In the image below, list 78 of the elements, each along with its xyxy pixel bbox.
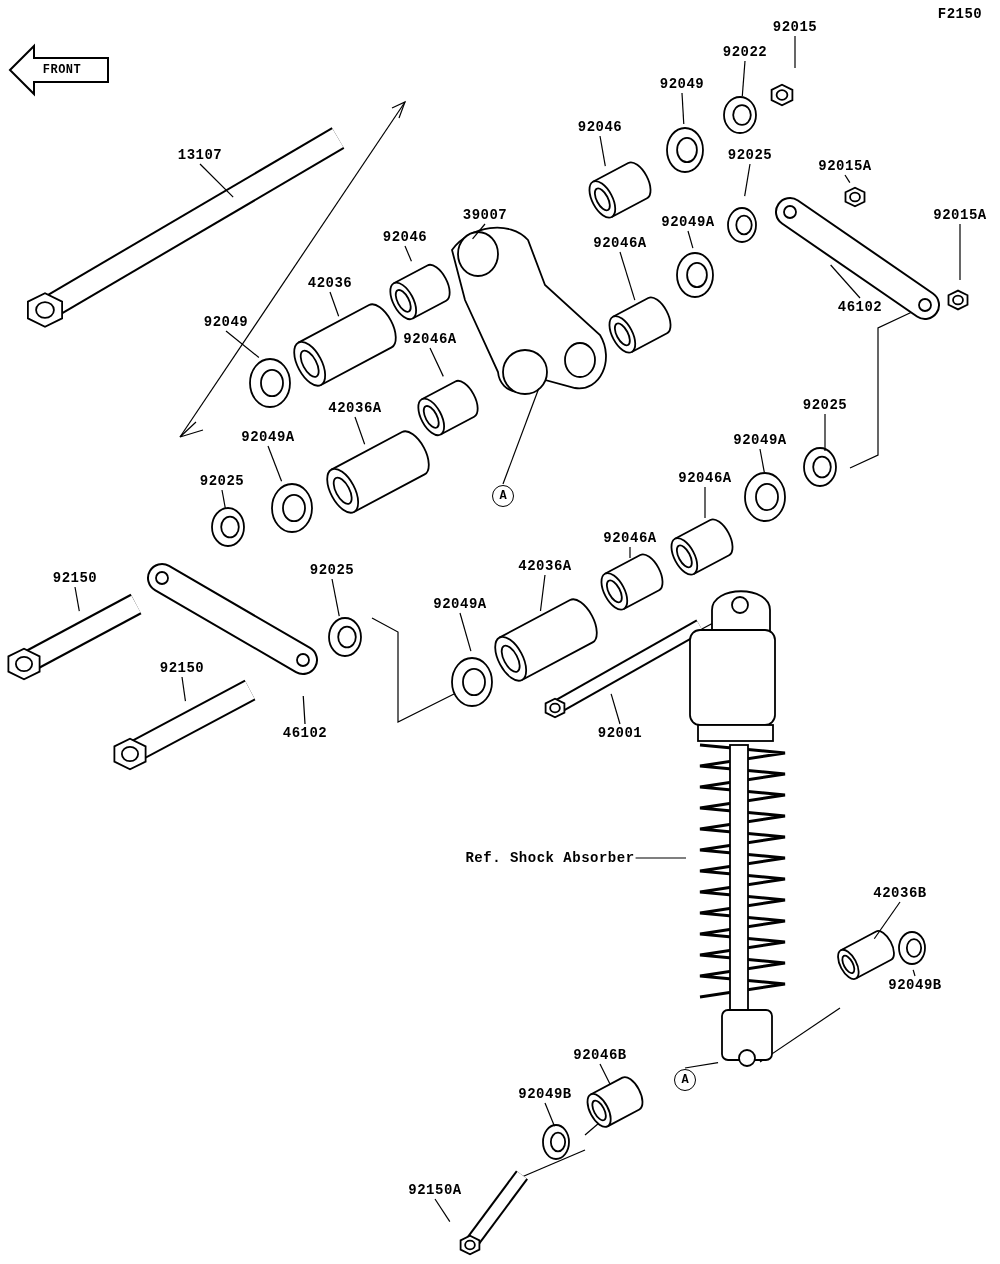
reference-circle: A [492, 485, 514, 507]
leader-line [959, 223, 961, 281]
part-number: 92046A [603, 530, 657, 546]
leader-line [794, 35, 796, 69]
leader-line [610, 693, 621, 725]
leader-line [471, 223, 486, 240]
figure-code: F2150 [937, 6, 983, 22]
leader-line [634, 857, 687, 859]
part-number: 92049 [203, 314, 249, 330]
leader-line [429, 347, 444, 377]
leader-line [619, 251, 636, 301]
part-number: 92025 [802, 397, 848, 413]
leader-line [181, 676, 187, 702]
leader-line [302, 695, 306, 725]
part-number: 92015A [818, 158, 872, 174]
part-number: 92046 [577, 119, 623, 135]
part-number: 46102 [837, 299, 883, 315]
leader-line [741, 60, 746, 97]
leader-line [684, 1062, 719, 1069]
leader-line [434, 1198, 451, 1223]
leader-line [267, 445, 283, 482]
part-number: 92150A [408, 1182, 462, 1198]
direction-text: FRONT [42, 62, 82, 78]
part-number: 92025 [727, 147, 773, 163]
leader-line [830, 264, 861, 299]
leader-line [704, 486, 706, 519]
leader-line [844, 174, 851, 184]
leader-line [744, 163, 751, 197]
part-number: 92049 [659, 76, 705, 92]
leader-line [873, 901, 901, 940]
leader-line [544, 1102, 556, 1127]
leader-line [599, 1063, 611, 1085]
part-number: 92049A [733, 432, 787, 448]
part-number: 92022 [722, 44, 768, 60]
leader-line [404, 245, 413, 262]
part-number: 42036B [873, 885, 927, 901]
leader-line [912, 969, 916, 977]
part-number: 92001 [597, 725, 643, 741]
part-number: 92046A [593, 235, 647, 251]
leader-line [221, 489, 226, 509]
leader-line [354, 416, 366, 445]
leader-line [199, 163, 234, 198]
reference-note: Ref. Shock Absorber [465, 850, 635, 866]
leader-line [459, 612, 472, 652]
part-number: 92025 [199, 473, 245, 489]
leader-line [539, 574, 546, 612]
part-number: 92046B [573, 1047, 627, 1063]
part-number: 92049B [518, 1086, 572, 1102]
part-number: 42036A [518, 558, 572, 574]
part-number: 92150 [52, 570, 98, 586]
leader-line [599, 135, 606, 167]
leader-line [687, 230, 694, 249]
part-number: 92025 [309, 562, 355, 578]
leader-line [225, 330, 260, 359]
part-number: 46102 [282, 725, 328, 741]
part-number: 92046A [678, 470, 732, 486]
part-number: 39007 [462, 207, 508, 223]
leader-line [74, 586, 80, 612]
part-number: 92015A [933, 207, 987, 223]
part-number: 42036A [328, 400, 382, 416]
part-number: 92046A [403, 331, 457, 347]
leader-line [502, 388, 540, 485]
leader-line [681, 92, 685, 125]
part-number: 92049A [241, 429, 295, 445]
part-number: 13107 [177, 147, 223, 163]
leader-line [824, 413, 826, 452]
leader-line [629, 546, 631, 559]
part-number: 42036 [307, 275, 353, 291]
part-number: 92150 [159, 660, 205, 676]
part-number: 92049A [433, 596, 487, 612]
part-number: 92049A [661, 214, 715, 230]
reference-circle: A [674, 1069, 696, 1091]
leader-line [331, 578, 340, 617]
part-number: 92015 [772, 19, 818, 35]
leader-line [329, 291, 340, 317]
leader-line [759, 448, 765, 473]
part-number: 92046 [382, 229, 428, 245]
part-number: 92049B [888, 977, 942, 993]
